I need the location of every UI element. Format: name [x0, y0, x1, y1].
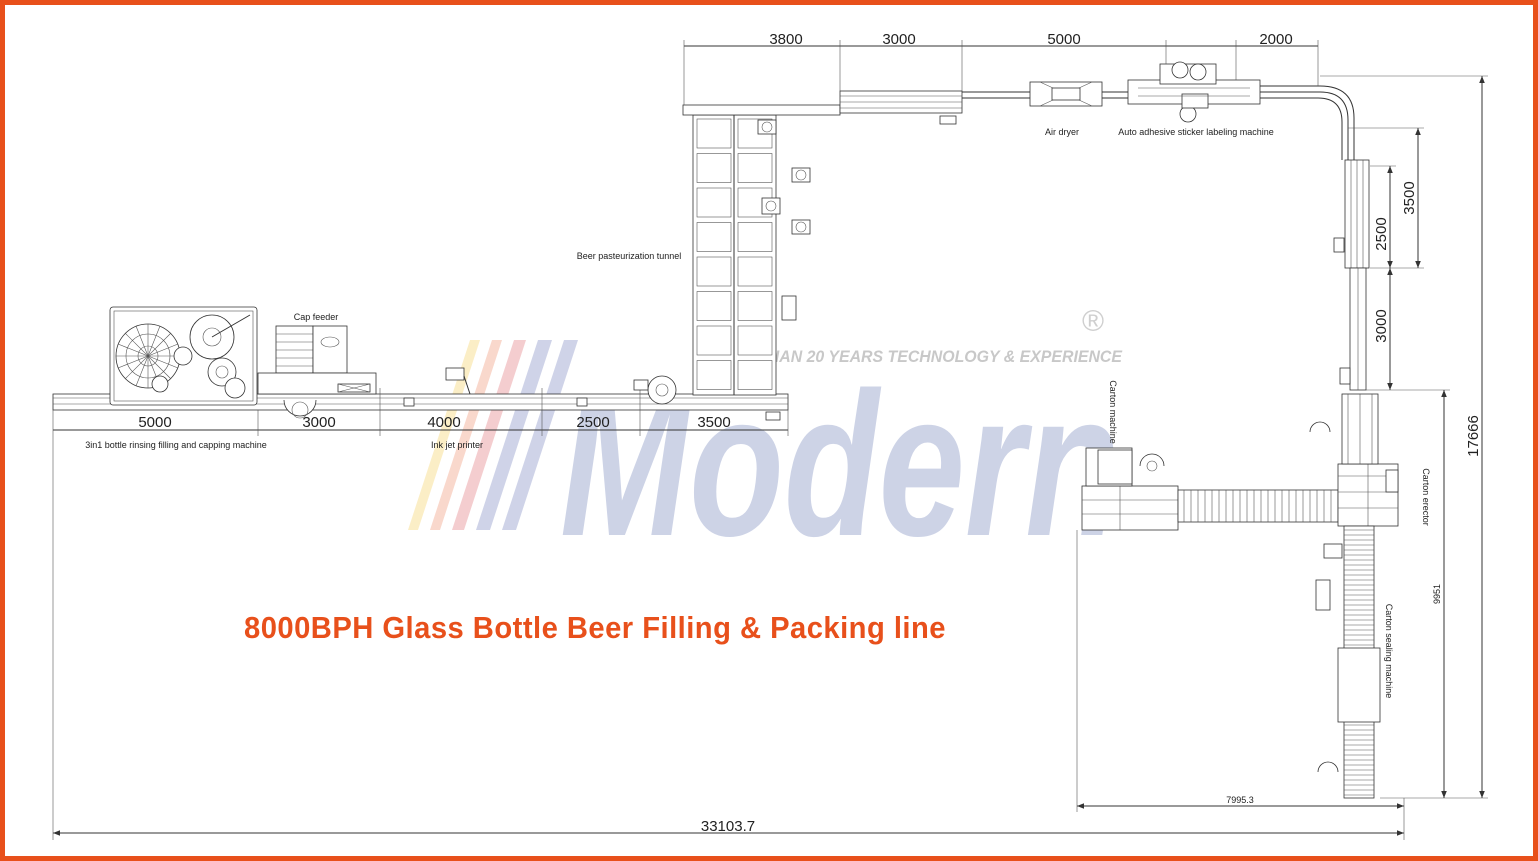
dim-overall-width: 33103.7 — [701, 818, 755, 835]
tunnel-chamber — [696, 325, 732, 356]
tunnel-chamber — [737, 291, 773, 321]
layout-drawing-svg: Modern MORE THAN 20 YEARS TECHNOLOGY & E… — [52, 31, 1488, 840]
tunnel-chamber — [737, 325, 773, 356]
dim-top-2: 3000 — [882, 31, 915, 48]
dim-right-1: 3500 — [1401, 181, 1418, 214]
label-labeling-machine: Auto adhesive sticker labeling machine — [1118, 127, 1274, 137]
dim-bottom-2: 3000 — [302, 414, 335, 431]
tunnel-chamber — [696, 360, 732, 390]
carton-erector — [1337, 393, 1399, 527]
bottle-turntable — [283, 397, 781, 421]
dim-packing-height: 9951 — [1432, 584, 1442, 604]
watermark-registered-mark: ® — [1082, 305, 1104, 338]
tunnel-chamber — [696, 153, 732, 183]
labeling-machine — [1127, 61, 1261, 123]
label-carton-machine: Carton machine — [1108, 380, 1118, 444]
carton-conveyor-vertical — [1315, 525, 1381, 799]
dim-bottom-1: 5000 — [138, 414, 171, 431]
rinsing-filling-capping-machine — [109, 306, 258, 406]
carton-conveyor-horizontal — [1177, 489, 1339, 523]
ink-jet-printer — [445, 367, 471, 395]
vertical-conveyor — [1333, 159, 1370, 391]
pasteurization-tunnel — [692, 114, 957, 396]
dimension-lines — [52, 40, 1488, 840]
tunnel-chamber — [737, 360, 773, 390]
tunnel-chamber — [696, 118, 732, 149]
watermark-tagline: MORE THAN 20 YEARS TECHNOLOGY & EXPERIEN… — [706, 347, 1123, 366]
tunnel-chamber — [696, 291, 732, 321]
top-conveyor — [682, 85, 1355, 160]
dim-bottom-3: 4000 — [427, 414, 460, 431]
label-cap-feeder: Cap feeder — [294, 312, 339, 322]
dim-right-2: 2500 — [1373, 217, 1390, 250]
label-pasteurization-tunnel: Beer pasteurization tunnel — [577, 251, 682, 261]
diagram-title: 8000BPH Glass Bottle Beer Filling & Pack… — [244, 610, 946, 645]
operator-markers — [1309, 421, 1339, 773]
dim-overall-height: 17666 — [1465, 415, 1482, 457]
label-carton-sealing-machine: Carton sealing machine — [1384, 604, 1394, 699]
tunnel-chamber — [696, 256, 732, 287]
air-dryer — [1029, 81, 1103, 107]
cap-feeder — [257, 325, 377, 395]
dim-top-3: 5000 — [1047, 31, 1080, 48]
dim-bottom-5: 3500 — [697, 414, 730, 431]
label-rinsing-filling-capping: 3in1 bottle rinsing filling and capping … — [85, 440, 267, 450]
label-ink-jet-printer: Ink jet printer — [431, 440, 483, 450]
tunnel-chamber — [737, 256, 773, 287]
label-carton-erector: Carton erector — [1421, 468, 1431, 526]
tunnel-chamber — [737, 153, 773, 183]
dim-packing-width: 7995.3 — [1226, 795, 1254, 805]
dim-right-3: 3000 — [1373, 309, 1390, 342]
dim-top-4: 2000 — [1259, 31, 1292, 48]
dim-top-1: 3800 — [769, 31, 802, 48]
carton-machine — [1081, 447, 1179, 531]
dim-bottom-4: 2500 — [576, 414, 609, 431]
tunnel-chamber — [696, 222, 732, 252]
tunnel-chamber — [696, 187, 732, 218]
tunnel-chamber — [737, 222, 773, 252]
label-air-dryer: Air dryer — [1045, 127, 1079, 137]
infeed-turntable — [633, 375, 677, 405]
